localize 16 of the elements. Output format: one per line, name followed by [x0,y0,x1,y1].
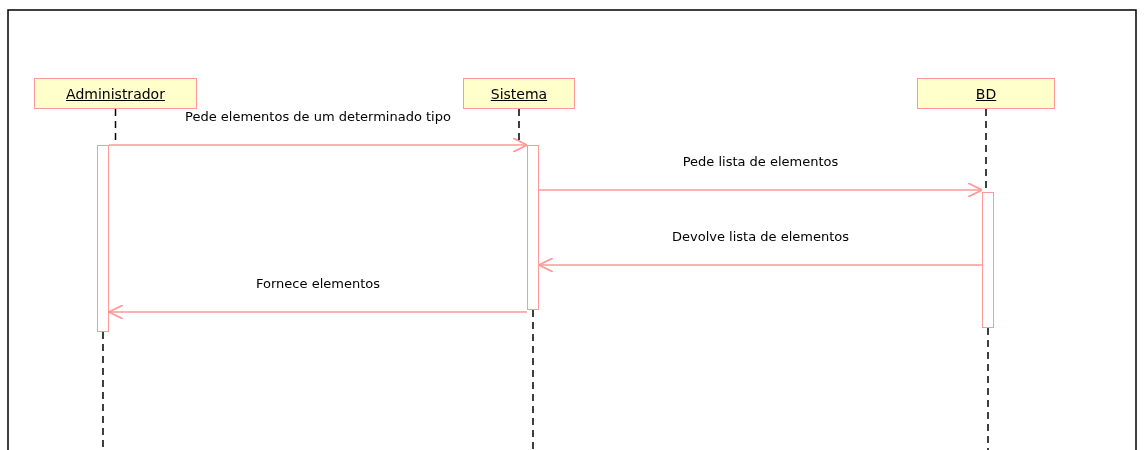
lifeline [532,309,534,450]
message-arrow [538,257,983,273]
activation-bar [97,145,109,332]
message-arrow [538,182,983,198]
lifeline-name: Administrador [66,85,165,102]
lifeline-name: Sistema [490,85,548,102]
lifeline-head [917,78,1055,109]
message-arrow [108,304,528,320]
lifeline [987,327,989,450]
activation-bar [982,192,994,328]
lifeline-head [34,78,197,109]
activation-bar [527,145,539,310]
lifeline-name: BD [975,85,997,102]
lifeline [102,331,104,450]
lifeline-head [463,78,575,109]
message-arrow [108,137,528,153]
